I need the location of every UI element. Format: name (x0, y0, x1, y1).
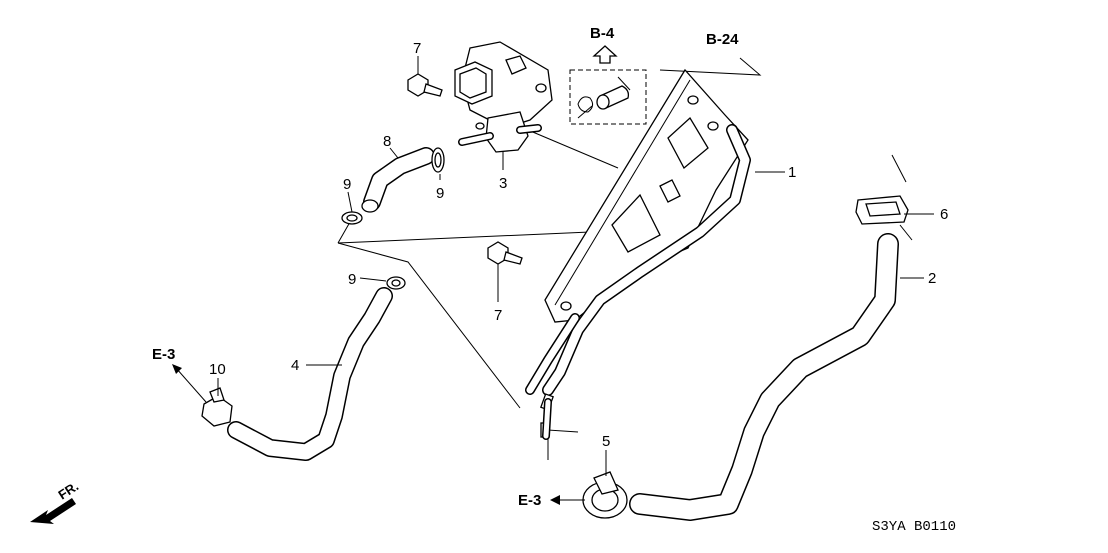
part-8-short-hose (361, 147, 435, 213)
callout-1: 1 (788, 164, 796, 181)
callout-8: 8 (383, 133, 391, 150)
part-3-solenoid-valve (454, 41, 553, 153)
part-9-clamp-mid (431, 147, 445, 173)
ref-e3-left-label: E-3 (152, 346, 175, 363)
b4-up-arrow (592, 45, 618, 64)
part-1-breather-tube (525, 124, 751, 440)
callout-10: 10 (209, 361, 226, 378)
callout-leaders (217, 56, 934, 476)
part-9-clamp-lower (386, 276, 406, 290)
callout-5: 5 (602, 433, 610, 450)
part-10-clip (201, 387, 233, 427)
part-4-long-hose (227, 287, 393, 461)
callout-6: 6 (940, 206, 948, 223)
callout-2: 2 (928, 270, 936, 287)
e3-left-arrow (172, 364, 207, 403)
callout-7-top: 7 (413, 40, 421, 57)
part-7-bolt-upper (407, 73, 443, 97)
part-7-bolt-lower (487, 241, 523, 265)
ref-b24-label: B-24 (706, 31, 739, 48)
callout-4: 4 (291, 357, 299, 374)
front-arrow-icon (30, 498, 76, 524)
part-9-clamp-left (341, 211, 363, 225)
ref-e3-bottom-label: E-3 (518, 492, 541, 509)
e3-bottom-arrow (550, 495, 585, 505)
ref-b4-label: B-4 (590, 25, 615, 42)
callout-3: 3 (499, 175, 507, 192)
callout-9-lower: 9 (348, 271, 356, 288)
part-6-clip (855, 195, 909, 225)
part-5-hose-clamp (582, 471, 628, 519)
mounting-bracket (544, 68, 749, 323)
front-label: FR. (55, 479, 81, 503)
callout-9-left: 9 (343, 176, 351, 193)
callout-7-mid: 7 (494, 307, 502, 324)
part-2-large-hose (629, 233, 899, 521)
b4-detail-inset (569, 69, 647, 125)
drawing-code: S3YA B0110 (872, 519, 956, 535)
callout-9-mid: 9 (436, 185, 444, 202)
